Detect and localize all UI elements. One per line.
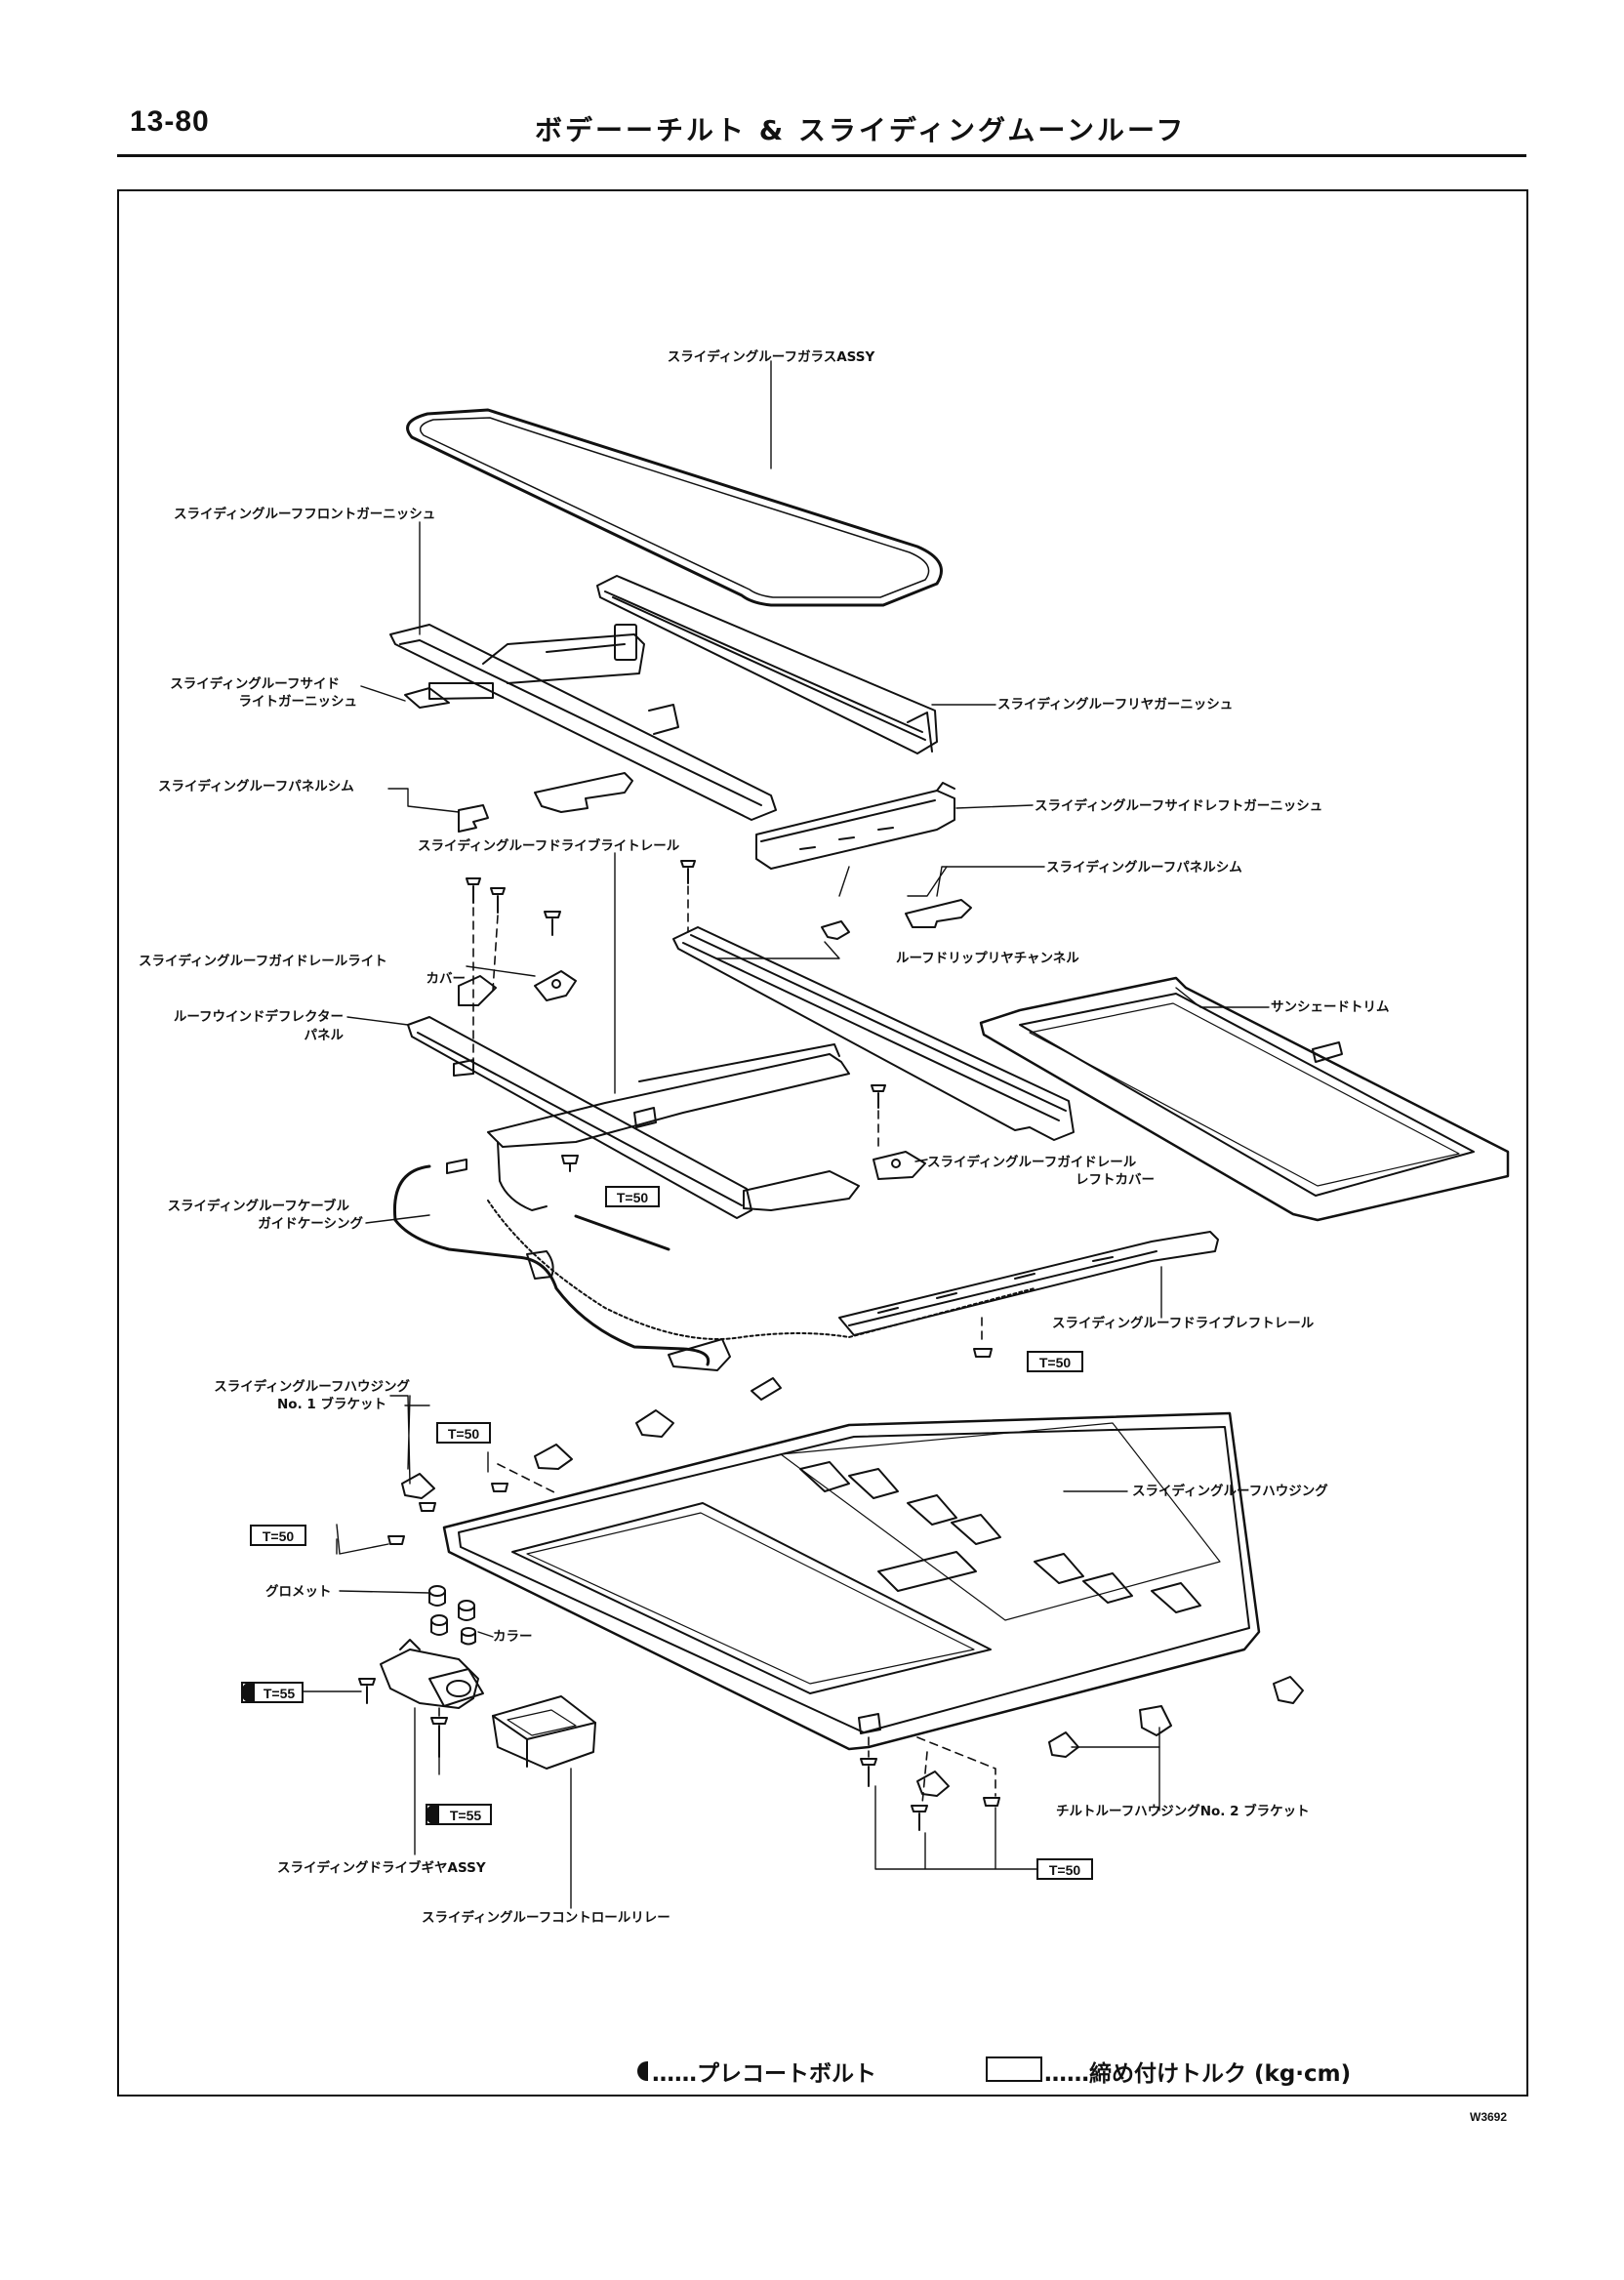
label-panel-shim-right: スライディングルーフパネルシム (1046, 860, 1242, 875)
label-guide-rail-left-cover-2: レフトカバー (1076, 1172, 1155, 1188)
label-drive-left-rail: スライディングルーフドライブレフトレール (1052, 1316, 1315, 1331)
torque-legend-box-icon (986, 2056, 1042, 2082)
guide-rail-right-cover-shape (534, 970, 577, 1001)
label-guide-rail-left-cover-1: スライディングルーフガイドレール (927, 1155, 1137, 1170)
side-left-garnish-shape (755, 782, 955, 870)
label-rear-garnish: スライディングルーフリヤガーニッシュ (997, 697, 1234, 712)
torque-box: T=50 (436, 1422, 491, 1444)
label-drive-gear-assy: スライディングドライブギヤASSY (277, 1860, 486, 1876)
sunshade-trim-shape (979, 976, 1510, 1222)
drive-gear-assy-shape (380, 1639, 484, 1709)
precoat-torque-box: T=55 (426, 1804, 492, 1825)
bolts-shape (358, 860, 1000, 1831)
torque-value: T=55 (449, 1808, 482, 1823)
grommet-collar-shape (428, 1585, 476, 1646)
deflector-panel-shape (407, 975, 752, 1219)
label-housing-bracket-no1-2: No. 1 ブラケット (277, 1397, 386, 1412)
torque-box: T=50 (605, 1186, 660, 1207)
torque-box: T=50 (1036, 1858, 1093, 1880)
assembly-dashed-lines (438, 885, 996, 1805)
cable-guide-casing-shape (392, 1159, 1035, 1401)
drip-rear-channel-shape (672, 926, 1075, 1141)
label-housing: スライディングルーフハウジング (1132, 1484, 1328, 1499)
header-rule (117, 154, 1526, 157)
label-side-left-garnish: スライディングルーフサイドレフトガーニッシュ (1035, 798, 1323, 814)
label-side-right-garnish-2: ライトガーニッシュ (238, 694, 358, 710)
label-cable-guide-casing-1: スライディングルーフケーブル (167, 1199, 349, 1214)
page-number: 13-80 (130, 105, 210, 138)
diagram-frame (117, 189, 1528, 2097)
leader-lines (297, 360, 1270, 1909)
label-side-right-garnish-1: スライディングルーフサイド (170, 676, 340, 692)
label-housing-bracket-no1-1: スライディングルーフハウジング (214, 1379, 410, 1395)
drive-left-rail-shape (838, 1231, 1219, 1336)
figure-code: W3692 (1470, 2110, 1508, 2124)
label-front-garnish: スライディングルーフフロントガーニッシュ (174, 507, 436, 522)
rear-garnish-shape (596, 575, 938, 754)
page-title: ボデーーチルト & スライディングムーンルーフ (535, 114, 1187, 146)
front-garnish-shape (389, 624, 777, 821)
legend-precoat: ……プレコートボルト (652, 2061, 876, 2087)
glass-assy-shape (406, 408, 943, 607)
label-deflector-panel-1: ルーフウインドデフレクター (173, 1009, 344, 1025)
control-relay-shape (492, 1695, 596, 1770)
legend-torque: ……締め付けトルク (kg·cm) (1044, 2061, 1352, 2087)
label-drip-rear-channel: ルーフドリップリヤチャンネル (896, 951, 1079, 966)
precoat-torque-box: T=55 (241, 1682, 304, 1703)
precoat-marker-icon (241, 1682, 255, 1703)
panel-shim-right-shape (821, 899, 972, 940)
brackets-shape (401, 1409, 1304, 1797)
torque-value: T=55 (263, 1686, 296, 1701)
precoat-marker-icon (426, 1804, 439, 1825)
label-deflector-panel-2: パネル (304, 1028, 345, 1043)
precoat-bolt-legend-icon (637, 2061, 648, 2081)
label-guide-rail-right-cover-2: カバー (426, 971, 467, 987)
torque-box: T=50 (250, 1525, 306, 1546)
label-grommet: グロメット (265, 1584, 332, 1600)
panel-shim-left-shape (458, 772, 633, 833)
label-tilt-bracket-no2: チルトルーフハウジングNo. 2 ブラケット (1056, 1804, 1310, 1819)
label-cable-guide-casing-2: ガイドケーシング (258, 1216, 363, 1232)
label-guide-rail-right-cover-1: スライディングルーフガイドレールライト (139, 954, 387, 969)
label-panel-shim-left: スライディングルーフパネルシム (158, 779, 354, 794)
drive-right-rail-shape (487, 1043, 860, 1211)
guide-rail-left-cover-shape (873, 1151, 926, 1180)
label-glass-assy: スライディングルーフガラスASSY (667, 349, 875, 365)
label-collar: カラー (493, 1629, 533, 1645)
label-sunshade-trim: サンシェードトリム (1271, 999, 1390, 1015)
torque-box: T=50 (1027, 1351, 1083, 1372)
label-drive-right-rail: スライディングルーフドライブライトレール (418, 838, 680, 854)
housing-shape (442, 1411, 1261, 1751)
label-control-relay: スライディングルーフコントロールリレー (422, 1910, 670, 1926)
